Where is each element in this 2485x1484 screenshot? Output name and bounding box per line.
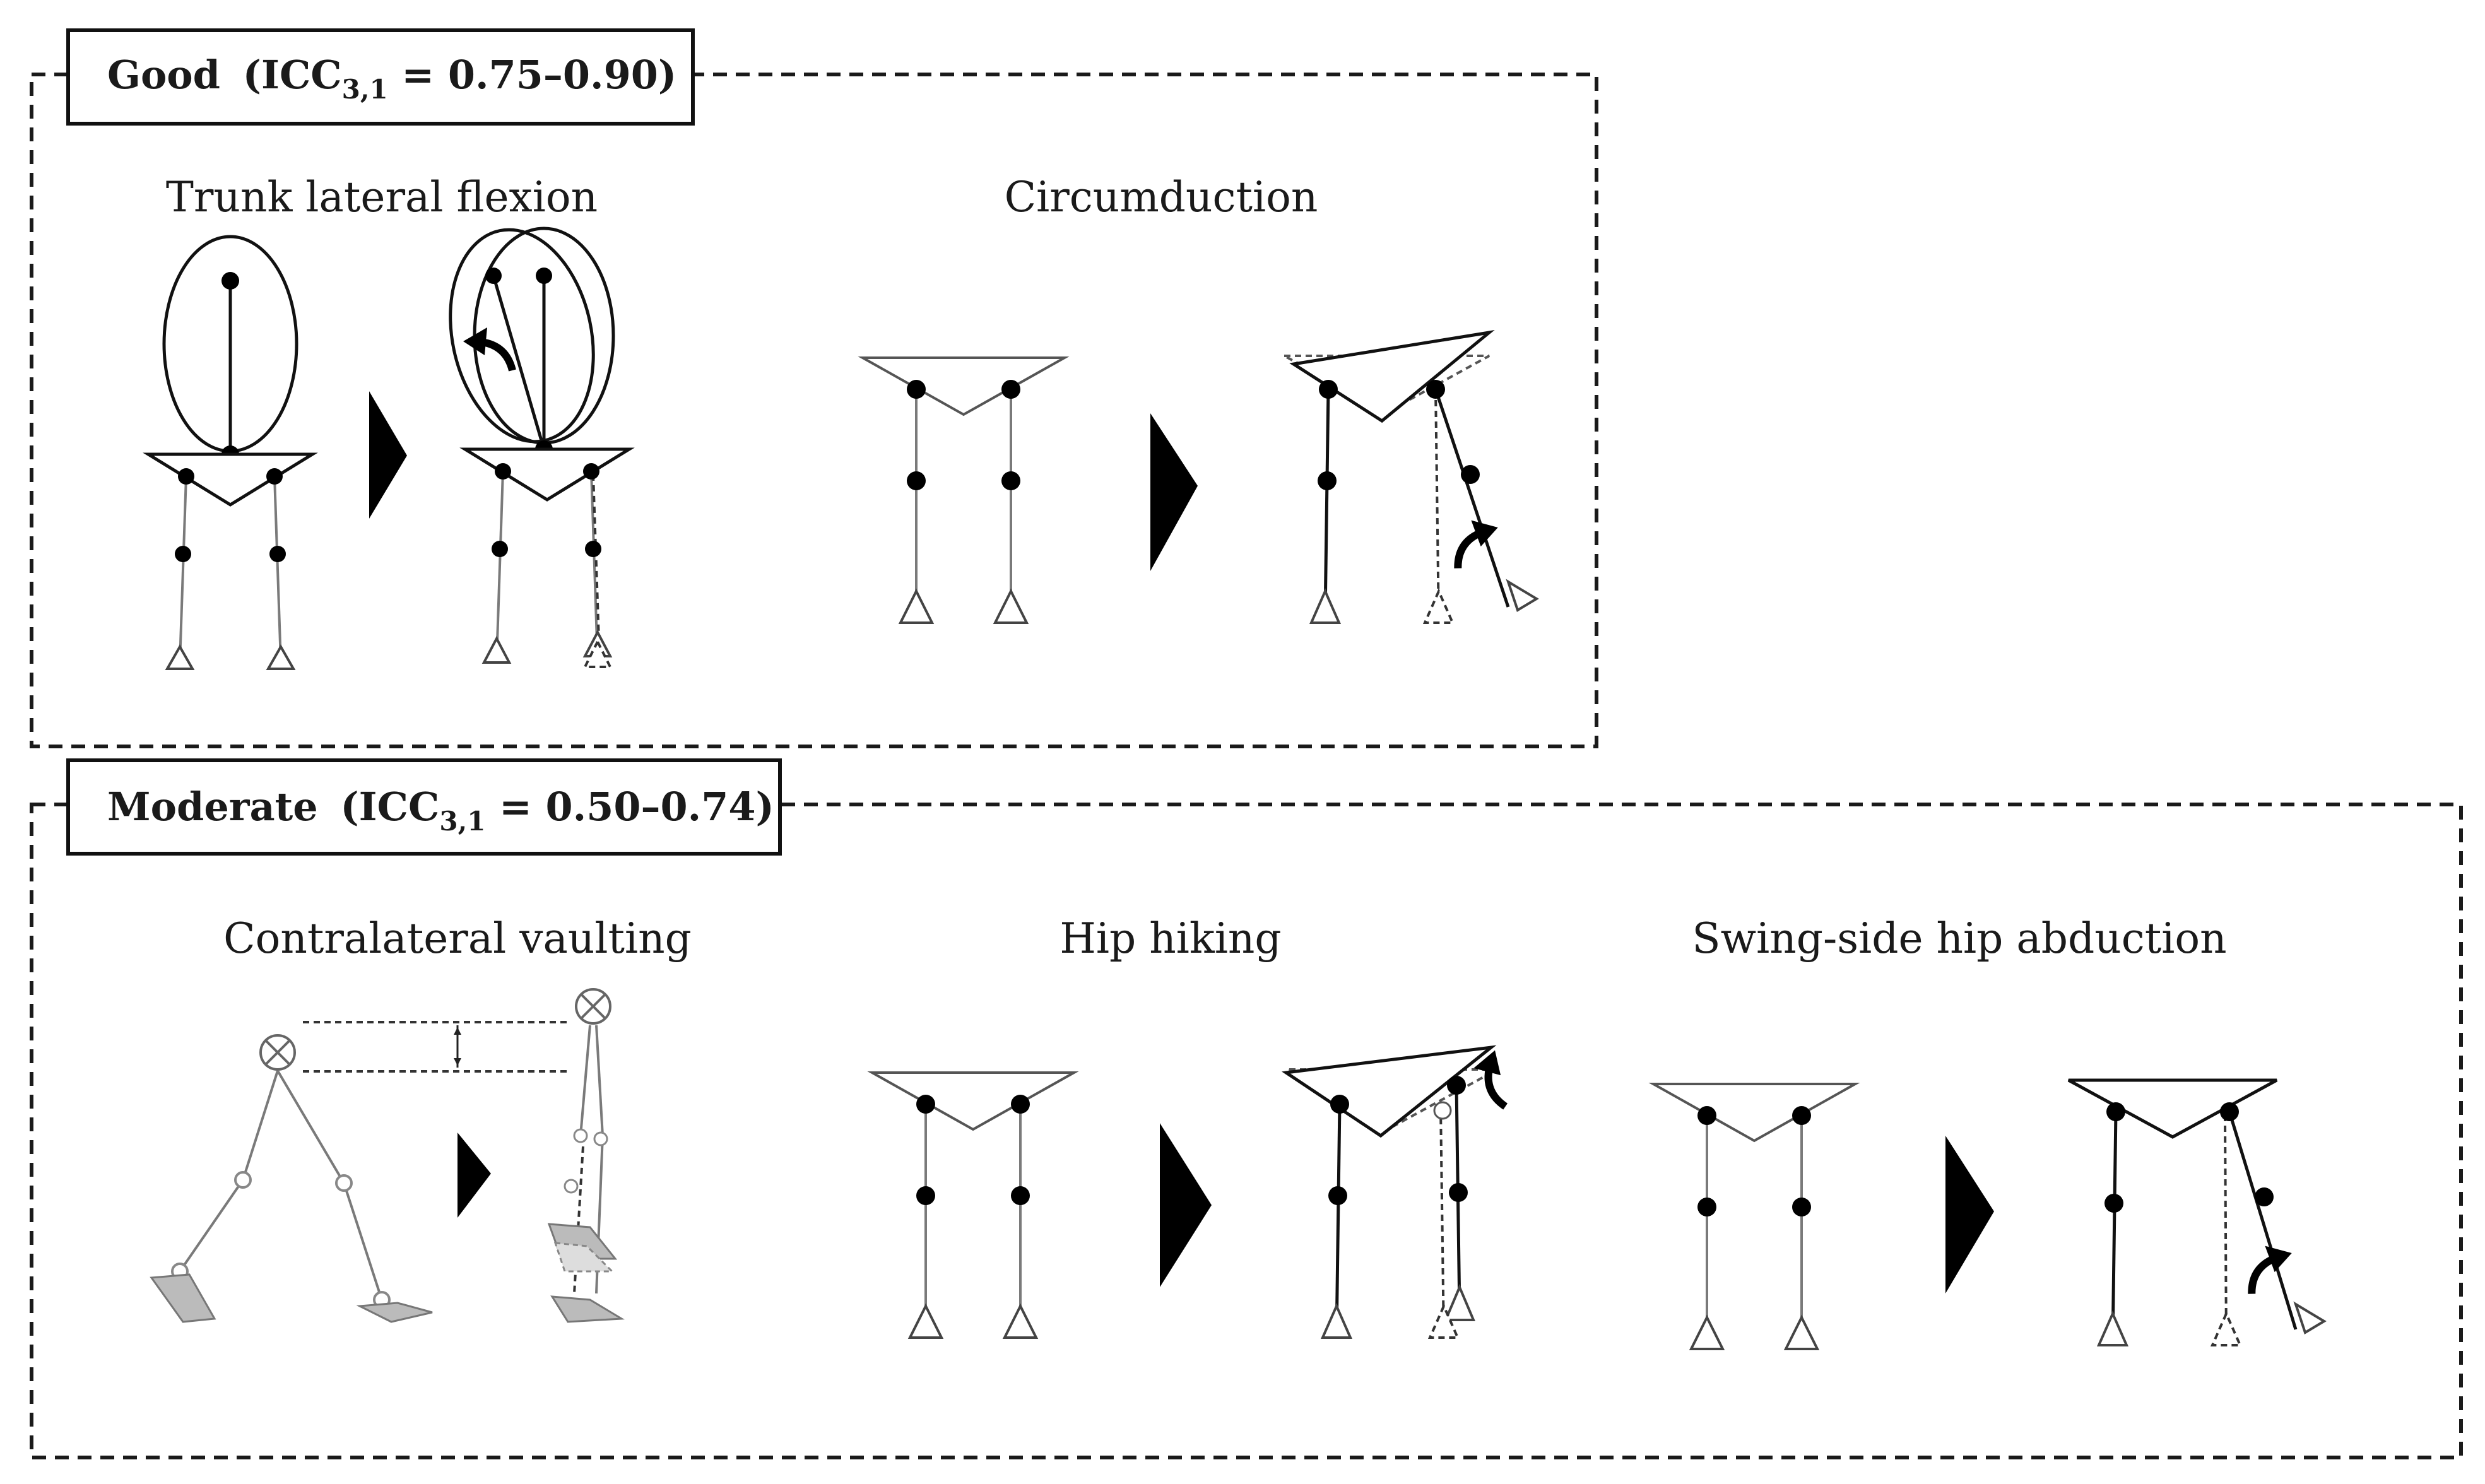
panel-title-contralateral-vaulting: Contralateral vaulting [223,914,692,963]
circumduction-figure-after [1284,330,1539,624]
group-moderate-level: Moderate [107,784,318,830]
trunk-figure-before [143,235,318,670]
circumduction-figure-before [861,356,1066,624]
panel-title-circumduction: Circumduction [1005,173,1318,221]
group-good-icc-prefix: (ICC [243,52,342,98]
group-moderate-icc-prefix: (ICC [340,784,439,830]
progression-arrow-circumduction [1150,413,1198,571]
hip-hiking-figure-before [871,1071,1075,1339]
group-good: Good (ICC3,1 = 0.75–0.90) Trunk lateral … [30,28,1598,748]
hip-hiking-figure-after [1282,1045,1522,1339]
progression-arrow-vaulting [457,1133,491,1218]
group-moderate-icc-suffix: = 0.50–0.74) [485,784,774,830]
group-moderate-icc-subscript: 3,1 [439,806,485,837]
panel-title-trunk-lateral-flexion: Trunk lateral flexion [166,173,598,221]
group-good-border [30,73,1598,748]
group-good-label-box [66,28,695,126]
panel-title-swing-side-hip-abduction: Swing-side hip abduction [1692,914,2226,963]
hip-abduction-figure-before [1652,1083,1856,1350]
group-good-icc-subscript: 3,1 [342,74,388,105]
group-moderate-border [30,803,2463,1459]
hip-abduction-figure-after [2067,1078,2327,1346]
progression-arrow-hip-abduction [1945,1136,1994,1293]
group-good-level: Good [107,52,220,98]
progression-arrow-hip-hiking [1160,1123,1212,1287]
progression-arrow-trunk [369,391,407,519]
panel-title-hip-hiking: Hip hiking [1060,914,1281,963]
vaulting-figure [150,988,625,1323]
group-good-label: Good (ICC3,1 = 0.75–0.90) [107,52,676,105]
group-moderate-label: Moderate (ICC3,1 = 0.50–0.74) [107,784,774,837]
group-moderate: Moderate (ICC3,1 = 0.50–0.74) Contralate… [30,758,2463,1459]
group-moderate-label-box [66,758,782,856]
trunk-figure-after [449,227,635,668]
group-good-icc-suffix: = 0.75–0.90) [388,52,676,98]
